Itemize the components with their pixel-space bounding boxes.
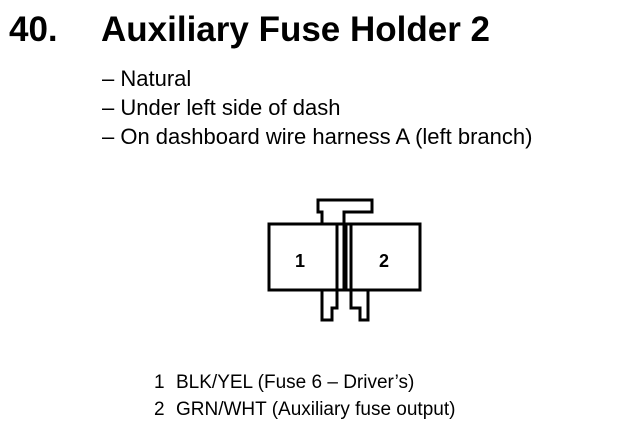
pin-description: GRN/WHT (Auxiliary fuse output)	[176, 399, 456, 420]
detail-location: – Under left side of dash	[102, 95, 341, 120]
item-number: 40.	[9, 10, 58, 49]
connector-cavity-2-housing	[344, 222, 422, 292]
connector-top-latch	[316, 198, 374, 224]
connector-bottom-right-hook	[349, 290, 370, 322]
connector-bottom-left-hook	[320, 290, 339, 322]
pin-row: 2 GRN/WHT (Auxiliary fuse output)	[154, 396, 455, 423]
detail-color: – Natural	[102, 66, 192, 91]
pin-list: 1 BLK/YEL (Fuse 6 – Driver’s) 2 GRN/WHT (A…	[154, 369, 455, 423]
pin-row: 1 BLK/YEL (Fuse 6 – Driver’s)	[154, 369, 455, 396]
location-details: – Natural – Under left side of dash – On…	[102, 64, 532, 151]
detail-harness: – On dashboard wire harness A (left bran…	[102, 124, 533, 149]
page-title: Auxiliary Fuse Holder 2	[101, 10, 491, 49]
connector-diagram: 1 2	[267, 198, 422, 322]
connector-cavity-1-housing	[267, 222, 346, 292]
pin-number: 2	[154, 399, 165, 420]
pin-number: 1	[154, 372, 165, 393]
cavity-2-label: 2	[379, 251, 389, 271]
connector-center-post	[335, 224, 353, 290]
cavity-1-label: 1	[295, 251, 305, 271]
pin-description: BLK/YEL (Fuse 6 – Driver’s)	[176, 372, 415, 393]
